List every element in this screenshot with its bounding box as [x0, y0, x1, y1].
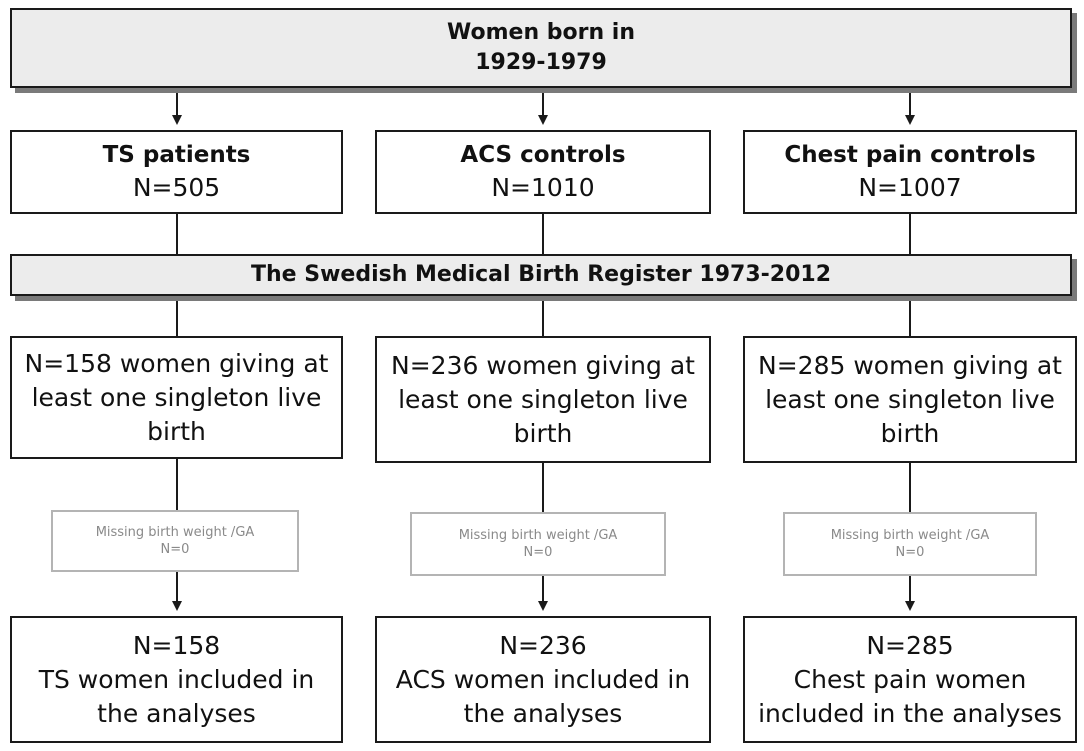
- final-line: ACS women included in: [395, 664, 691, 694]
- final-count: N=236: [499, 630, 587, 660]
- missing-box-acs: Missing birth weight /GA N=0: [410, 512, 666, 576]
- missing-label: Missing birth weight /GA: [95, 525, 255, 540]
- final-line: the analyses: [97, 698, 256, 728]
- group-box-chest: Chest pain controls N=1007: [743, 130, 1077, 214]
- group-count: N=1010: [491, 173, 595, 202]
- final-line: TS women included in: [38, 664, 315, 694]
- births-line: N=158 women giving at: [24, 348, 329, 378]
- births-line: least one singleton live: [31, 382, 322, 412]
- group-title: Chest pain controls: [784, 142, 1036, 168]
- births-line: least one singleton live: [398, 384, 688, 414]
- missing-count: N=0: [523, 545, 553, 560]
- births-line: N=236 women giving at: [391, 350, 695, 380]
- missing-box-ts: Missing birth weight /GA N=0: [51, 510, 299, 572]
- missing-label: Missing birth weight /GA: [458, 528, 618, 543]
- final-line: included in the analyses: [758, 698, 1062, 728]
- missing-count: N=0: [895, 545, 925, 560]
- births-box-ts: N=158 women giving at least one singleto…: [10, 336, 343, 459]
- missing-count: N=0: [160, 542, 190, 557]
- missing-label: Missing birth weight /GA: [830, 528, 990, 543]
- births-box-acs: N=236 women giving at least one singleto…: [375, 336, 711, 463]
- final-line: Chest pain women: [793, 664, 1027, 694]
- births-line: birth: [513, 418, 573, 448]
- group-box-acs: ACS controls N=1010: [375, 130, 711, 214]
- final-count: N=285: [866, 630, 954, 660]
- births-box-chest: N=285 women giving at least one singleto…: [743, 336, 1077, 463]
- final-box-chest: N=285 Chest pain women included in the a…: [743, 616, 1077, 743]
- births-line: birth: [147, 416, 206, 446]
- final-box-ts: N=158 TS women included in the analyses: [10, 616, 343, 743]
- births-line: least one singleton live: [765, 384, 1055, 414]
- births-line: birth: [880, 418, 940, 448]
- register-banner: The Swedish Medical Birth Register 1973-…: [10, 254, 1072, 296]
- group-title: ACS controls: [460, 142, 626, 168]
- final-box-acs: N=236 ACS women included in the analyses: [375, 616, 711, 743]
- top-banner: Women born in 1929-1979: [10, 8, 1072, 88]
- top-banner-line2: 1929-1979: [475, 50, 607, 75]
- final-line: the analyses: [463, 698, 623, 728]
- group-count: N=505: [132, 173, 221, 202]
- final-count: N=158: [132, 630, 221, 660]
- group-title: TS patients: [102, 142, 251, 168]
- group-box-ts: TS patients N=505: [10, 130, 343, 214]
- group-count: N=1007: [858, 173, 962, 202]
- births-line: N=285 women giving at: [758, 350, 1062, 380]
- top-banner-line1: Women born in: [447, 20, 635, 45]
- register-label: The Swedish Medical Birth Register 1973-…: [250, 262, 831, 287]
- missing-box-chest: Missing birth weight /GA N=0: [783, 512, 1037, 576]
